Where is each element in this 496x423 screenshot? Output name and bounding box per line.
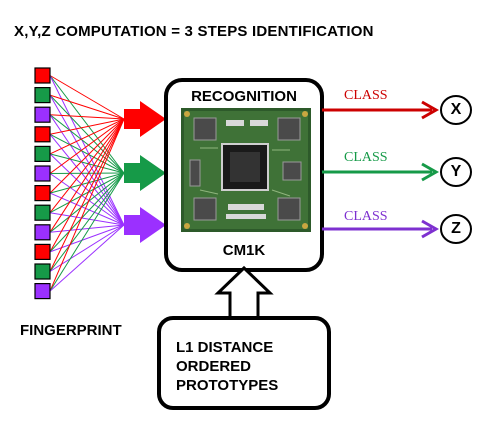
connection-line <box>49 75 125 226</box>
connection-line <box>49 172 125 214</box>
connection-line <box>49 212 125 226</box>
prototypes-line-3: PROTOTYPES <box>176 377 279 394</box>
connection-line <box>49 224 125 233</box>
fingerprint-cell <box>34 67 51 84</box>
prototypes-box <box>157 316 331 410</box>
input-arrows <box>124 101 166 243</box>
output-letter-x: X <box>450 101 462 118</box>
connection-line <box>49 172 125 233</box>
output-arrow-head <box>421 162 440 182</box>
connection-line <box>49 172 125 253</box>
connection-line <box>49 114 125 174</box>
cm1k-label: CM1K <box>222 242 266 259</box>
fingerprint-cell <box>34 283 51 300</box>
connection-line <box>49 192 125 226</box>
fingerprint-cell <box>34 106 51 123</box>
connection-line <box>49 172 125 292</box>
fingerprint-connections <box>49 75 125 292</box>
connection-line <box>49 118 125 174</box>
input-arrow <box>124 207 166 243</box>
fingerprint-cell <box>34 204 51 221</box>
connection-line <box>49 94 125 174</box>
connection-line <box>49 153 125 174</box>
output-circle-y <box>440 157 472 187</box>
class-label-z: CLASS <box>344 209 388 224</box>
output-arrow-head <box>421 219 440 239</box>
connection-line <box>49 172 125 194</box>
connection-line <box>49 118 125 194</box>
fingerprint-cell <box>34 185 51 202</box>
output-circles <box>440 95 472 244</box>
fingerprint-cell <box>34 243 51 260</box>
connection-line <box>49 114 125 120</box>
class-label-y: CLASS <box>344 150 388 165</box>
prototypes-line-2: ORDERED <box>176 358 252 375</box>
page-title: X,Y,Z COMPUTATION = 3 STEPS IDENTIFICATI… <box>14 23 374 40</box>
fingerprint-cell <box>34 263 51 280</box>
fingerprint-cell <box>34 165 51 182</box>
fingerprint-cell <box>34 86 51 104</box>
prototypes-line-1: L1 DISTANCE <box>176 339 274 356</box>
connection-line <box>49 118 125 253</box>
connection-line <box>49 153 125 226</box>
fingerprint-cell <box>34 224 51 241</box>
output-letter-z: Z <box>451 220 461 237</box>
connection-line <box>49 75 125 174</box>
output-arrows <box>322 100 440 239</box>
output-circle-z <box>440 214 472 244</box>
connection-line <box>49 118 125 214</box>
input-arrow <box>124 155 166 191</box>
connection-line <box>49 118 125 292</box>
connection-line <box>49 173 125 226</box>
fingerprint-cells <box>34 67 51 300</box>
connection-line <box>49 118 125 155</box>
connection-line <box>49 75 125 120</box>
output-circle-x <box>440 95 472 125</box>
connection-line <box>49 133 125 226</box>
connection-line <box>49 94 125 226</box>
connection-line <box>49 118 125 272</box>
cm1k-chip-board <box>181 108 311 232</box>
prototype-up-arrow <box>214 265 274 318</box>
connection-line <box>49 224 125 272</box>
connection-line <box>49 172 125 174</box>
connection-line <box>49 114 125 226</box>
output-arrow-head <box>421 100 440 120</box>
fingerprint-cell <box>34 126 51 143</box>
fingerprint-cell <box>34 145 51 162</box>
connection-line <box>49 224 125 292</box>
recognition-label: RECOGNITION <box>191 88 297 105</box>
connection-line <box>49 133 125 174</box>
fingerprint-label: FINGERPRINT <box>20 322 122 339</box>
connection-line <box>49 118 125 233</box>
output-letter-y: Y <box>450 163 462 180</box>
class-label-x: CLASS <box>344 88 388 103</box>
input-arrow <box>124 101 166 137</box>
connection-line <box>49 118 125 135</box>
connection-line <box>49 224 125 253</box>
prototypes-text: L1 DISTANCE ORDERED PROTOTYPES <box>176 338 336 395</box>
connection-line <box>49 94 125 120</box>
connection-line <box>49 172 125 272</box>
